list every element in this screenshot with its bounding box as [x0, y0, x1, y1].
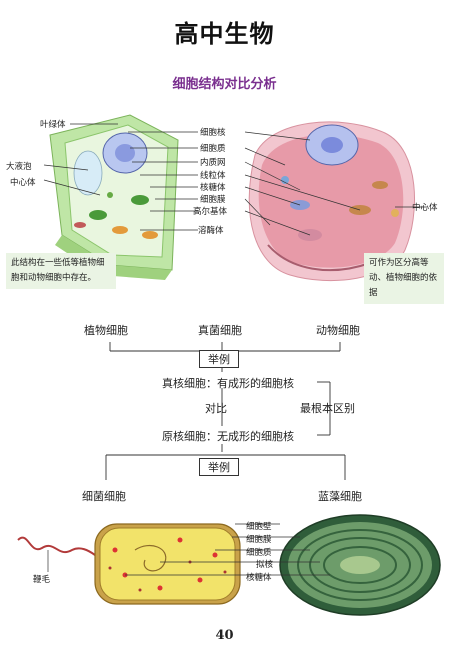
- label-ribosome: 核糖体: [200, 183, 226, 193]
- section-subtitle: 细胞结构对比分析: [172, 77, 277, 92]
- label-cytoplasm: 细胞质: [200, 144, 226, 154]
- label-mitochondria: 线粒体: [200, 171, 226, 181]
- tree-compare: 对比: [205, 402, 227, 415]
- label-cell-wall: 细胞壁: [246, 522, 272, 532]
- tree-example-bottom: 举例: [199, 458, 239, 476]
- leader-lines: [43, 123, 427, 236]
- label-golgi: 高尔基体: [193, 207, 228, 217]
- plant-cell-note: 此结构在一些低等植物细胞和动物细胞中存在。: [6, 253, 116, 289]
- label-nucleus: 细胞核: [200, 128, 226, 138]
- label-cell-membrane: 细胞膜: [200, 195, 226, 205]
- animal-cell-note: 可作为区分高等动、植物细胞的依据: [364, 253, 444, 304]
- classification-tree-lines: [105, 342, 346, 480]
- tree-example-top: 举例: [199, 350, 239, 368]
- tree-cyanobacteria: 蓝藻细胞: [318, 490, 362, 503]
- label-bacteria-cytoplasm: 细胞质: [246, 548, 272, 558]
- tree-eukaryote: 真核细胞：有成形的细胞核: [162, 377, 294, 390]
- label-plant-centrosome: 中心体: [10, 178, 36, 188]
- tree-animal-cell: 动物细胞: [316, 324, 360, 337]
- bacteria-cell-image: [17, 523, 241, 605]
- tree-plant-cell: 植物细胞: [84, 324, 128, 337]
- label-animal-centrosome: 中心体: [412, 203, 438, 213]
- label-chloroplast: 叶绿体: [40, 120, 66, 130]
- plant-cell-image: [49, 114, 179, 280]
- label-vacuole: 大液泡: [6, 162, 32, 172]
- tree-prokaryote: 原核细胞：无成形的细胞核: [162, 430, 294, 443]
- tree-bacteria: 细菌细胞: [82, 490, 126, 503]
- page-number: 40: [215, 628, 234, 643]
- tree-fungus-cell: 真菌细胞: [198, 324, 242, 337]
- cyanobacteria-cell-image: [279, 514, 441, 616]
- label-bacteria-membrane: 细胞膜: [246, 535, 272, 545]
- label-flagellum: 鞭毛: [33, 575, 51, 585]
- label-nucleoid: 拟核: [256, 560, 274, 570]
- prokaryote-illustration: [17, 514, 441, 616]
- cell-comparison-illustration: [43, 114, 427, 282]
- page-title: 高中生物: [174, 19, 275, 48]
- label-er: 内质网: [200, 158, 226, 168]
- label-bacteria-ribosome: 核糖体: [246, 573, 272, 583]
- tree-fundamental-difference: 最根本区别: [300, 402, 355, 415]
- label-lysosome: 溶酶体: [198, 226, 224, 236]
